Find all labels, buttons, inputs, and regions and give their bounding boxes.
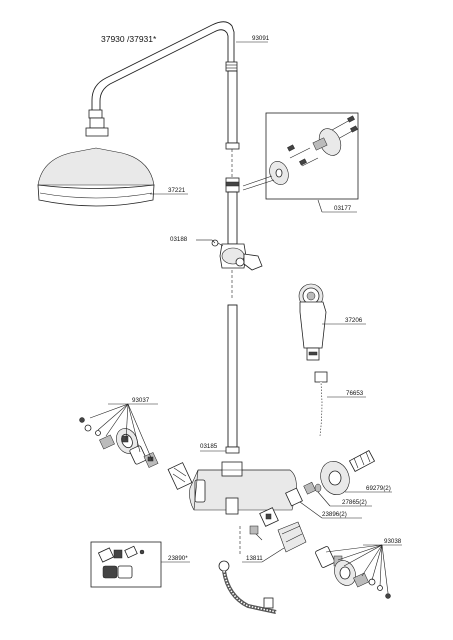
check-valve-inset: 23890* (90, 541, 190, 588)
label-03188: 03188 (170, 236, 188, 243)
flow-handle-assembly: 93038 (315, 538, 402, 599)
label-03177: 03177 (317, 199, 357, 213)
label-76653: 76653 (346, 390, 364, 397)
shower-hose: 76653 (314, 371, 366, 437)
slider-holder: 03188 (170, 236, 263, 300)
temperature-handle-assembly: 93037 (79, 397, 193, 490)
cartridge: 13811 (242, 507, 307, 563)
wall-bracket-inset (265, 112, 359, 200)
label-93038: 93038 (384, 538, 402, 545)
label-23896: 23896(2) (322, 511, 347, 518)
riser-middle (225, 177, 240, 245)
label-69279: 69279(2) (366, 485, 391, 492)
wall-rose (242, 161, 289, 191)
shower-head: 37221 (37, 117, 188, 207)
label-23890: 23890* (168, 555, 188, 562)
label-03185: 03185 (200, 443, 218, 450)
label-27865: 27865(2) (342, 499, 367, 506)
upper-riser-pipe (225, 70, 240, 178)
model-number-title: 37930 /37931* (101, 34, 157, 44)
thermostat-body (189, 461, 297, 515)
hand-shower: 37206 (298, 283, 366, 361)
label-93091: 93091 (236, 35, 270, 43)
label-37221: 37221 (168, 187, 186, 194)
svg-text:93091: 93091 (252, 35, 270, 42)
lower-riser-pipe: 03185 (200, 304, 240, 454)
label-93037: 93037 (132, 397, 150, 404)
label-37206: 37206 (345, 317, 363, 324)
shower-arm (88, 21, 238, 119)
label-13811: 13811 (246, 555, 263, 562)
wall-connector-right: 69279(2) 27865(2) 23896(2) (285, 449, 392, 519)
outlet-hose (218, 526, 277, 614)
svg-text:03177: 03177 (334, 205, 352, 212)
